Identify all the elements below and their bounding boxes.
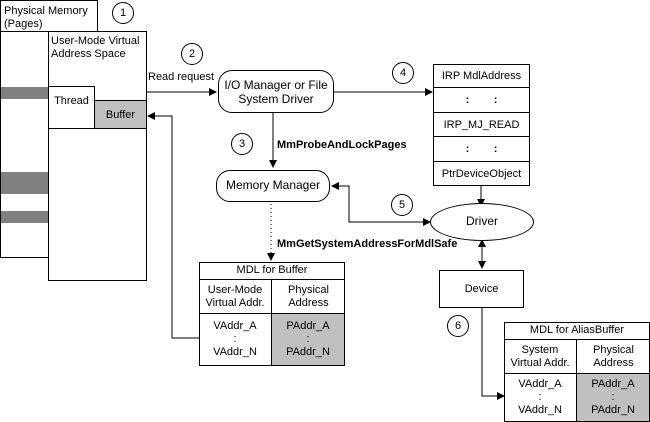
- mdl-buffer-col2: Physical Address: [272, 280, 345, 314]
- physical-page-used: [1, 172, 48, 194]
- user-address-space: [48, 31, 147, 281]
- buffer-label: Buffer: [105, 109, 136, 121]
- io-manager-node: [218, 70, 334, 113]
- irp-row: : :: [433, 137, 530, 162]
- read-request-label: Read request: [148, 71, 215, 83]
- step-5-marker: 5: [391, 194, 413, 216]
- device-node: [439, 270, 524, 308]
- irp-row: : :: [433, 88, 530, 113]
- step-4-marker: 4: [392, 62, 414, 84]
- irp-row: PtrDeviceObject: [441, 167, 522, 180]
- mdl-buffer-physical-values: PAddr_A : PAddr_N: [272, 314, 344, 365]
- user-space-label: User-Mode Virtual Address Space: [51, 35, 140, 60]
- physical-page-used: [1, 211, 48, 223]
- mdl-alias-title: MDL for AliasBuffer: [504, 322, 650, 340]
- edge-driver-memory-manager: [331, 182, 431, 226]
- edge-device-to-alias-mdl: [481, 308, 505, 400]
- thread-region: [48, 86, 95, 129]
- step-6-marker: 6: [447, 315, 469, 337]
- mdl-buffer-virtual-values: VAddr_A : VAddr_N: [199, 314, 272, 366]
- edge-mdl-to-buffer: [147, 112, 200, 339]
- io-manager-label: I/O Manager or File System Driver: [224, 78, 328, 106]
- physical-memory-label: Physical Memory (Pages): [4, 5, 88, 30]
- step-2-marker: 2: [181, 43, 203, 65]
- step-1-marker: 1: [112, 2, 134, 24]
- device-label: Device: [464, 283, 499, 295]
- memory-manager-label: Memory Manager: [225, 178, 321, 192]
- physical-page-used: [1, 87, 48, 99]
- irp-row: IRP_MJ_READ: [433, 113, 530, 138]
- mdl-alias-col1: System Virtual Addr.: [504, 340, 577, 374]
- driver-label: Driver: [466, 214, 498, 228]
- mdl-buffer-col1: User-Mode Virtual Addr.: [199, 280, 272, 314]
- irp-table: [433, 64, 530, 186]
- memory-manager-node: [216, 170, 330, 202]
- mdl-alias-col2: Physical Address: [577, 340, 650, 374]
- system-address-label: MmGetSystemAddressForMdlSafe: [277, 238, 458, 250]
- irp-row: IRP MdlAddress: [433, 64, 530, 89]
- step-3-marker: 3: [231, 133, 253, 155]
- mdl-alias-physical-values: PAddr_A : PAddr_N: [577, 374, 649, 421]
- driver-node: [430, 203, 534, 241]
- mdl-buffer-title: MDL for Buffer: [199, 262, 345, 280]
- thread-label: Thread: [54, 95, 89, 107]
- buffer-region: [94, 100, 147, 129]
- mdl-alias-virtual-values: VAddr_A : VAddr_N: [504, 374, 577, 422]
- probe-lock-label: MmProbeAndLockPages: [277, 139, 407, 151]
